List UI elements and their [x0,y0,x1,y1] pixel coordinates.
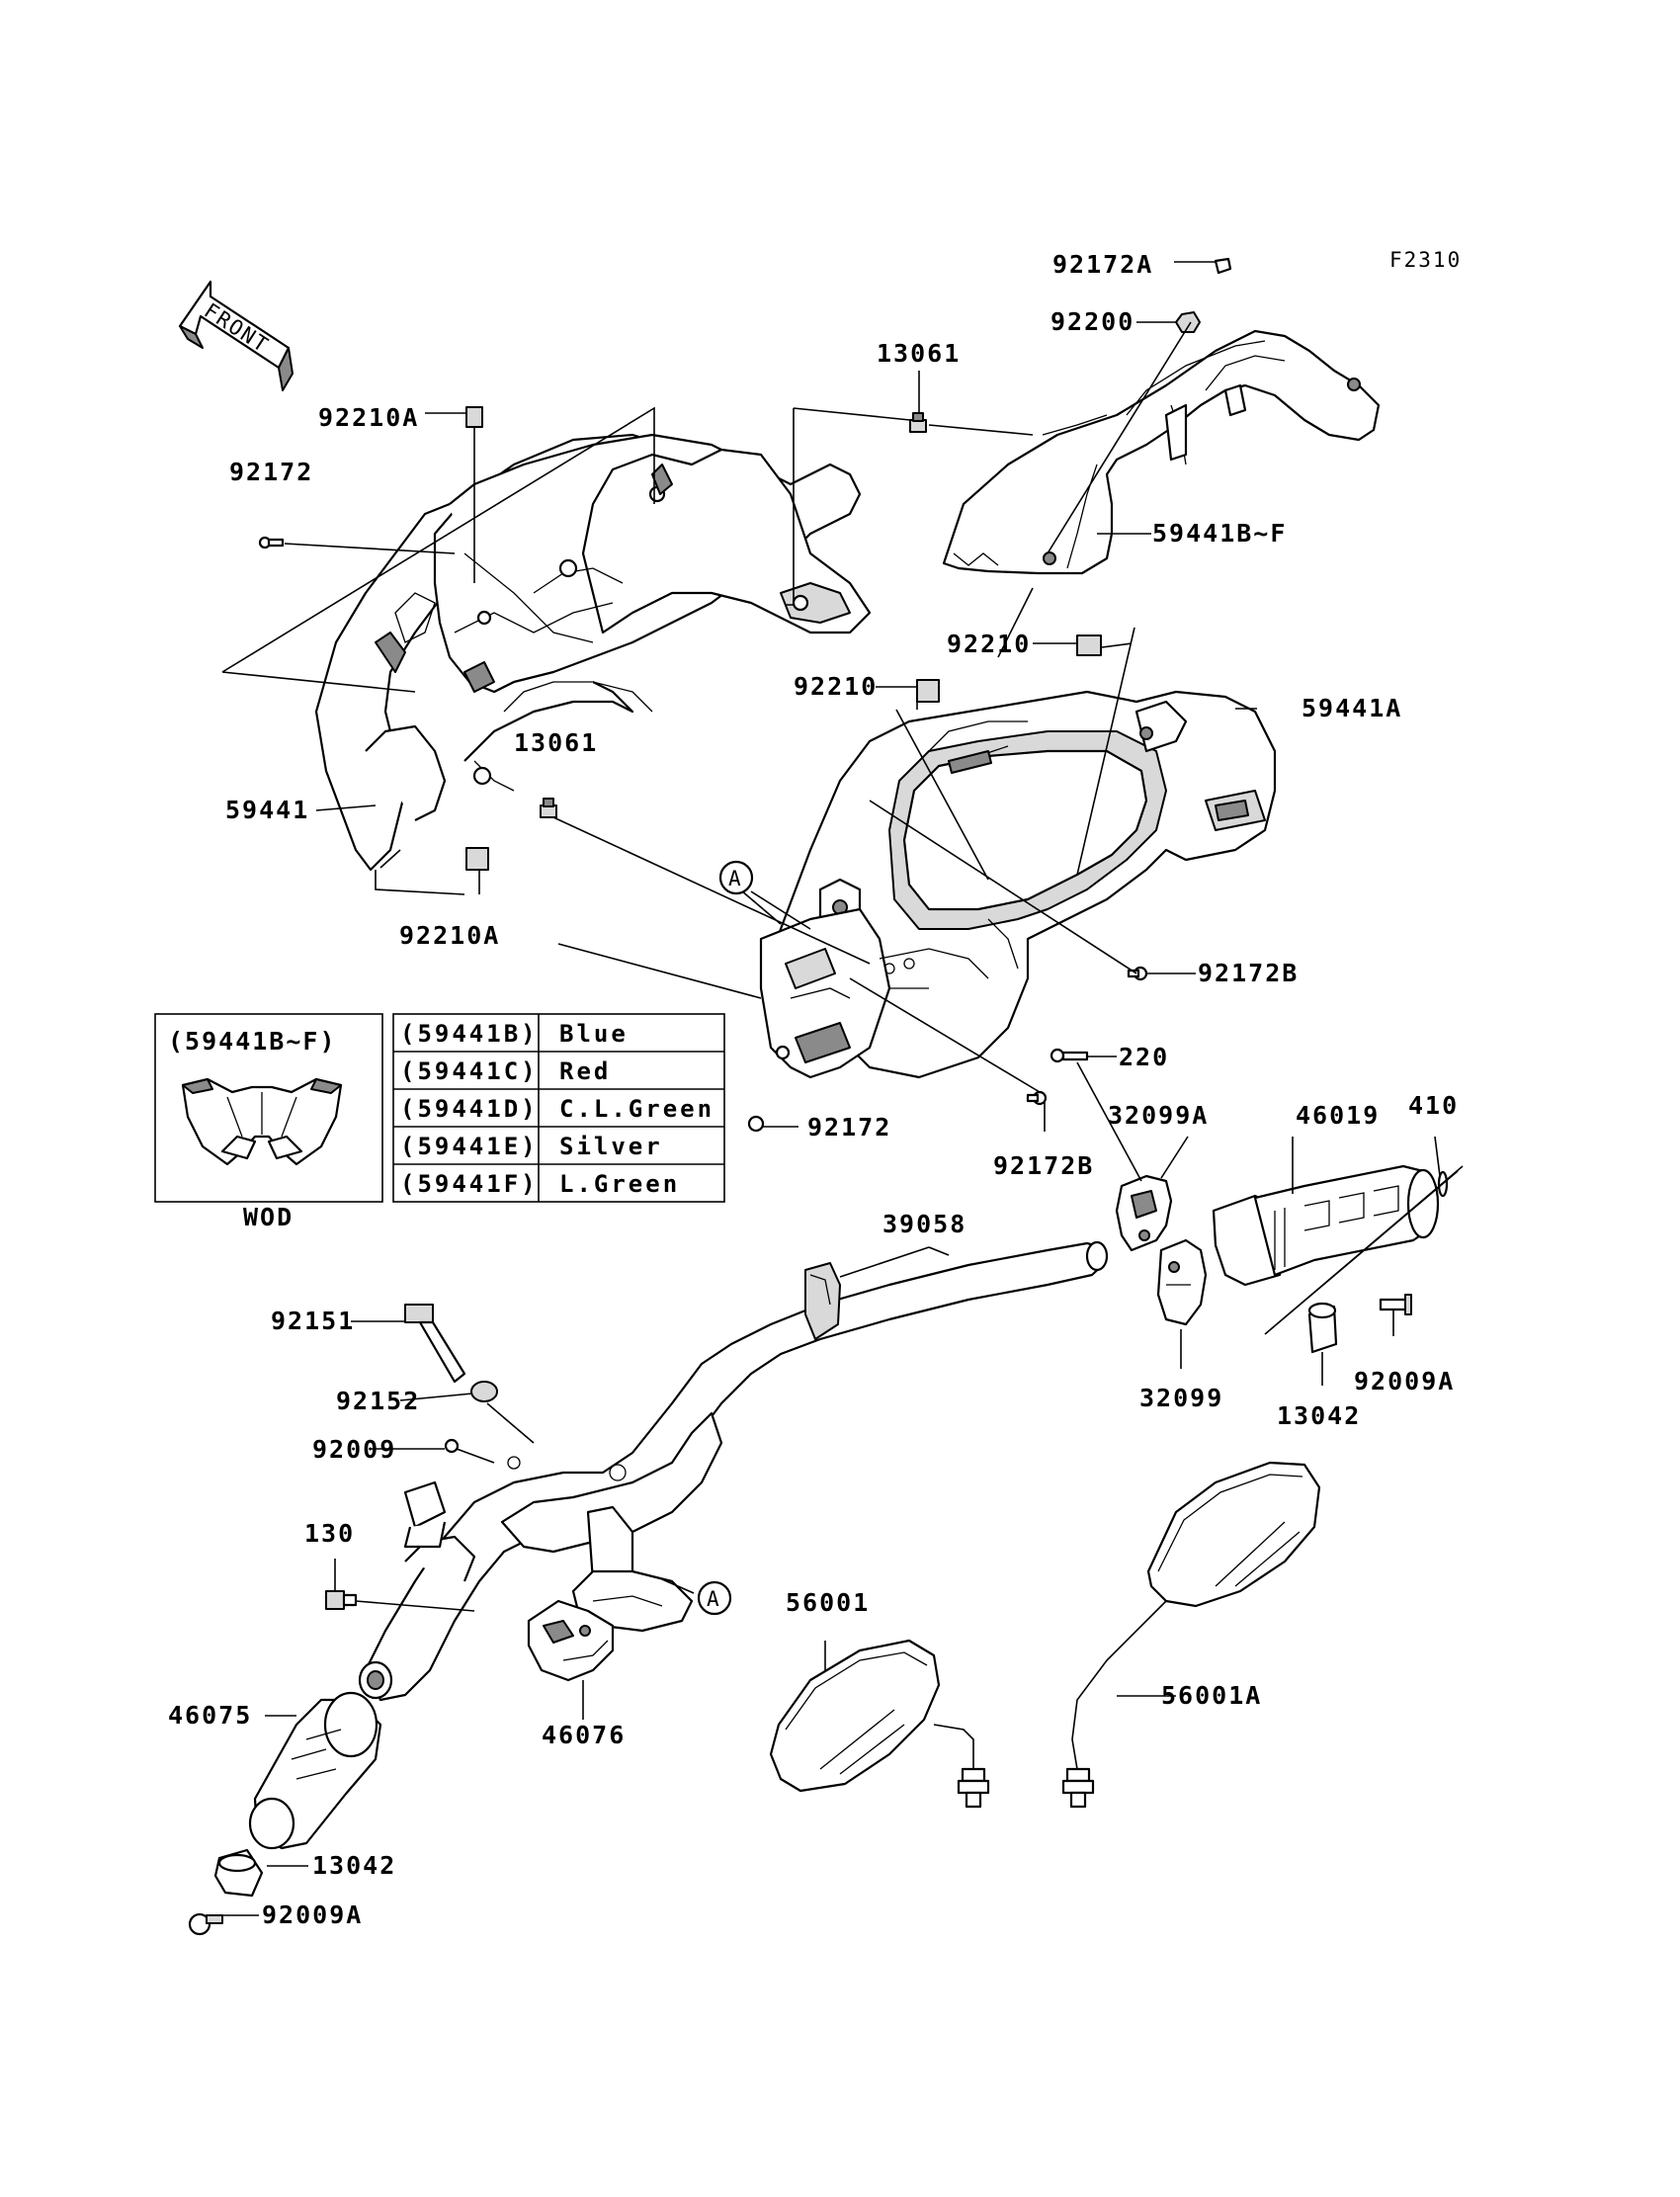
label-92210-right: 92210 [947,630,1031,658]
left-grip-46075 [248,1691,382,1850]
label-13061-mid: 13061 [514,728,598,757]
label-92210A-top: 92210A [318,403,419,432]
right-grip-46019 [1212,1164,1440,1287]
table-code: (59441C) [400,1057,539,1085]
label-59441A: 59441A [1302,694,1402,722]
label-92200: 92200 [1050,307,1134,336]
windscreen-front-view [181,1077,343,1166]
label-92172-bot: 92172 [807,1113,891,1141]
label-32099: 32099 [1139,1384,1223,1412]
callout-a-top: A [718,860,754,895]
label-92009: 92009 [312,1435,396,1464]
label-92151: 92151 [271,1307,355,1335]
label-39058: 39058 [882,1210,966,1238]
label-130: 130 [304,1519,355,1548]
front-arrow-icon: FRONT [178,280,294,391]
bar-end-13042-right [1307,1302,1338,1354]
fastener-92210-right [1076,634,1102,656]
table-color: Red [559,1057,611,1085]
throttle-housing-32099 [1156,1238,1208,1326]
label-92172B-bot: 92172B [993,1151,1094,1180]
table-code: (59441B) [400,1020,539,1048]
table-color: Blue [559,1020,629,1048]
handlebar-39058 [358,1240,1109,1702]
label-92210-mid: 92210 [794,672,878,701]
lower-panel [759,907,989,1079]
fastener-92172-top [258,536,285,549]
label-59441: 59441 [225,796,309,824]
fastener-13061-mid [540,798,557,818]
bar-end-13042-left [213,1848,264,1898]
fastener-92172-bot [747,1115,765,1133]
label-32099A: 32099A [1108,1101,1209,1130]
label-59441B-F: 59441B~F [1152,519,1287,548]
screw-220 [1050,1048,1089,1063]
fastener-92172A [1214,257,1232,275]
headlight-cover-59441 [314,433,872,872]
windscreen-59441B-F [942,329,1381,575]
color-table: (59441B) Blue (59441C) Red (59441D) C.L.… [392,1013,725,1203]
svg-text:A: A [728,867,743,890]
label-46076: 46076 [542,1721,626,1749]
fastener-92210A-top [465,406,483,428]
label-92172B-top: 92172B [1198,959,1299,987]
label-13042-right: 13042 [1277,1401,1361,1430]
fastener-13061-top [909,412,927,433]
table-color: L.Green [559,1170,680,1198]
bolt-92151 [404,1304,466,1384]
label-92172A: 92172A [1052,250,1153,279]
table-color: Silver [559,1133,663,1160]
callout-a-bottom: A [697,1580,732,1616]
mirror-56001 [769,1639,990,1809]
front-label: FRONT [200,298,273,358]
screw-92009A-right [1379,1294,1412,1315]
label-46019: 46019 [1296,1101,1380,1130]
switch-housing-46076 [527,1599,615,1682]
label-92210A-bot: 92210A [399,921,500,950]
table-code: (59441F) [400,1170,539,1198]
bolt-130 [325,1590,358,1610]
meter-cover-59441A [759,690,1277,1079]
screw-92009 [444,1438,460,1454]
label-92009A-left: 92009A [262,1901,363,1929]
label-46075: 46075 [168,1701,252,1730]
label-92172-top: 92172 [229,458,313,486]
throttle-housing-32099A [1115,1174,1173,1252]
label-13042-left: 13042 [312,1851,396,1880]
table-color: C.L.Green [559,1095,714,1123]
label-220: 220 [1119,1043,1169,1071]
screw-92009A-left [188,1912,223,1936]
fastener-92210A-bot [465,847,489,871]
label-92009A-right: 92009A [1354,1367,1455,1395]
inset-title: (59441B~F) [168,1027,337,1056]
table-code: (59441D) [400,1095,539,1123]
label-56001: 56001 [786,1588,870,1617]
label-13061-top: 13061 [877,339,961,368]
inset-59441B-F: (59441B~F) WOD [154,1013,383,1231]
label-92152: 92152 [336,1387,420,1415]
leader-lines [221,261,1464,1916]
label-56001A: 56001A [1161,1681,1262,1710]
mirror-56001A [1061,1461,1321,1809]
inset-model: WOD [243,1203,294,1231]
fastener-92210-mid [916,679,940,703]
svg-text:A: A [707,1587,721,1611]
figure-code: F2310 [1389,248,1462,272]
fastener-92200 [1175,311,1201,333]
table-code: (59441E) [400,1133,539,1160]
part-labels: 92172A 92200 13061 92210A 92172 59441B~F… [168,250,1459,1929]
fastener-92172B-bot [1026,1090,1048,1106]
collar-92152 [470,1381,498,1402]
label-410: 410 [1408,1091,1459,1120]
